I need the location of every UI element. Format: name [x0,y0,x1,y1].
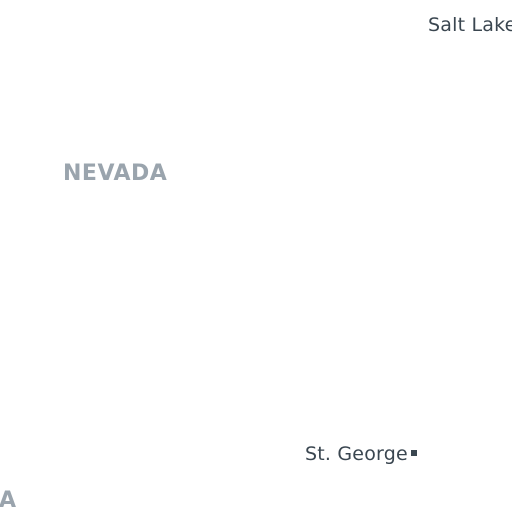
state-name: A [0,488,17,512]
city-marker-icon[interactable] [410,449,417,456]
city-name: St. George [305,443,408,465]
state-name: NEVADA [63,161,168,186]
city-name: Salt Lake [428,14,512,36]
state-label-nevada: NEVADA [63,163,167,185]
state-label-partial: A [0,490,17,512]
city-label-salt-lake[interactable]: Salt Lake [428,16,512,35]
city-label-st-george[interactable]: St. George [305,445,417,464]
